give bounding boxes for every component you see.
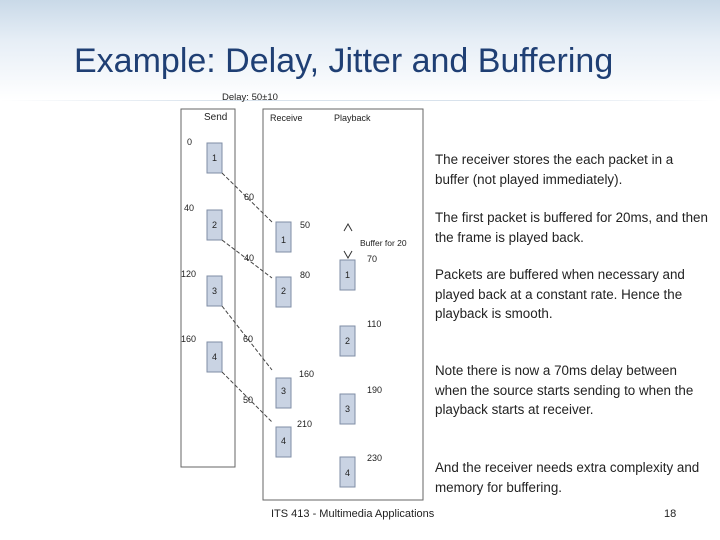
send-packet-label: 2: [212, 220, 217, 230]
playback-time-label: 230: [367, 453, 382, 463]
send-packet-box: [206, 275, 223, 307]
send-time-label: 40: [184, 203, 194, 213]
receive-time-label: 160: [299, 369, 314, 379]
page-number: 18: [664, 508, 677, 520]
send-time-label: 160: [181, 334, 196, 344]
playback-packet-label: 4: [345, 468, 350, 478]
transit-delay-label: 40: [244, 253, 254, 263]
title-divider: [0, 100, 720, 101]
playback-packet-box: [339, 259, 356, 291]
paragraph-smooth-playback: Packets are buffered when necessary and …: [435, 267, 685, 321]
transit-delay-label: 50: [243, 395, 253, 405]
send-column-header: Send: [204, 112, 227, 123]
playback-time-label: 190: [367, 385, 382, 395]
transit-delay-label: 60: [243, 334, 253, 344]
playback-packet-box: [339, 456, 356, 488]
buffer-label: Buffer for 20: [360, 238, 407, 248]
buffer-arrow-down: [343, 250, 353, 260]
receive-packet-box: [275, 221, 292, 253]
send-packet-label: 3: [212, 286, 217, 296]
receive-time-label: 80: [300, 270, 310, 280]
receive-packet-box: [275, 276, 292, 308]
receive-time-label: 50: [300, 220, 310, 230]
receive-packet-label: 3: [281, 386, 286, 396]
playback-packet-label: 1: [345, 270, 350, 280]
receive-column-header: Receive: [270, 113, 303, 123]
delay-label: Delay: 50±10: [222, 92, 278, 103]
receive-packet-box: [275, 377, 292, 409]
slide-title: Example: Delay, Jitter and Buffering: [74, 42, 614, 80]
receive-packet-box: [275, 426, 292, 458]
receive-time-label: 210: [297, 419, 312, 429]
playback-time-label: 110: [367, 319, 381, 329]
footer-course-title: ITS 413 - Multimedia Applications: [271, 508, 435, 520]
playback-time-label: 70: [367, 254, 377, 264]
paragraph-complexity: And the receiver needs extra complexity …: [435, 460, 700, 495]
playback-column-header: Playback: [334, 113, 371, 123]
paragraph-70ms-delay: Note there is now a 70ms delay between w…: [435, 363, 694, 417]
transit-line: [221, 305, 273, 371]
send-packet-label: 1: [212, 153, 217, 163]
send-packet-label: 4: [212, 352, 217, 362]
transit-delay-label: 60: [244, 192, 254, 202]
playback-packet-label: 2: [345, 336, 350, 346]
receive-packet-label: 2: [281, 286, 286, 296]
receive-packet-label: 4: [281, 436, 286, 446]
playback-packet-box: [339, 393, 356, 425]
playback-packet-box: [339, 325, 356, 357]
send-packet-box: [206, 209, 223, 241]
receive-packet-label: 1: [281, 235, 286, 245]
send-time-label: 120: [181, 269, 196, 279]
paragraph-first-packet: The first packet is buffered for 20ms, a…: [435, 210, 708, 245]
send-time-label: 0: [187, 137, 192, 147]
send-packet-box: [206, 142, 223, 174]
paragraph-buffer-storage: The receiver stores the each packet in a…: [435, 152, 674, 187]
send-packet-box: [206, 341, 223, 373]
playback-packet-label: 3: [345, 404, 350, 414]
transit-line: [221, 239, 273, 279]
buffer-arrow-up: [343, 222, 353, 232]
